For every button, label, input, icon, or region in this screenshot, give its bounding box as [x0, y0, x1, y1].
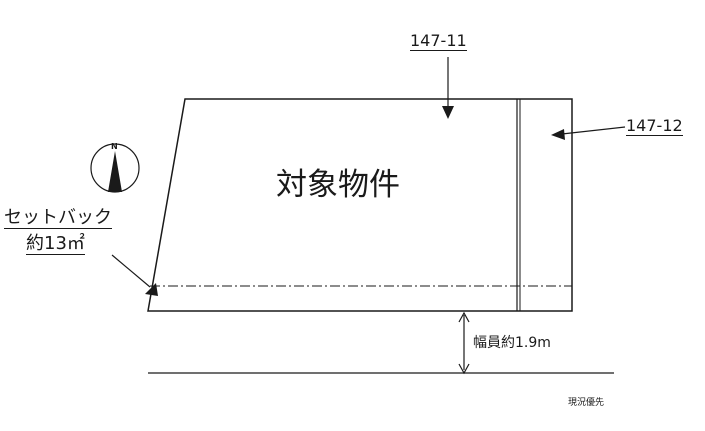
road-width-label: 幅員約1.9m: [473, 335, 551, 351]
setback-label: セットバック: [4, 207, 112, 229]
property-outline: [147, 98, 573, 312]
compass-north-letter: N: [111, 142, 118, 151]
lot-label-147-11: 147-11: [410, 31, 467, 51]
north-compass-icon: [90, 143, 140, 193]
footnote-label: 現況優先: [568, 398, 605, 408]
arrow-left-icon: [551, 129, 565, 140]
lot-label-147-12: 147-12: [626, 116, 683, 136]
double-arrow-vertical-icon: [458, 311, 470, 323]
arrow-down-icon: [442, 106, 454, 119]
setback-area-label: 約13㎡: [26, 233, 85, 255]
lot-right-arrow-shaft: [561, 126, 626, 135]
arrow-up-right-icon: [145, 283, 158, 296]
setback-arrow-shaft: [111, 254, 151, 288]
double-arrow-vertical-icon-bottom: [458, 363, 470, 375]
subject-property-label: 対象物件: [276, 167, 400, 203]
